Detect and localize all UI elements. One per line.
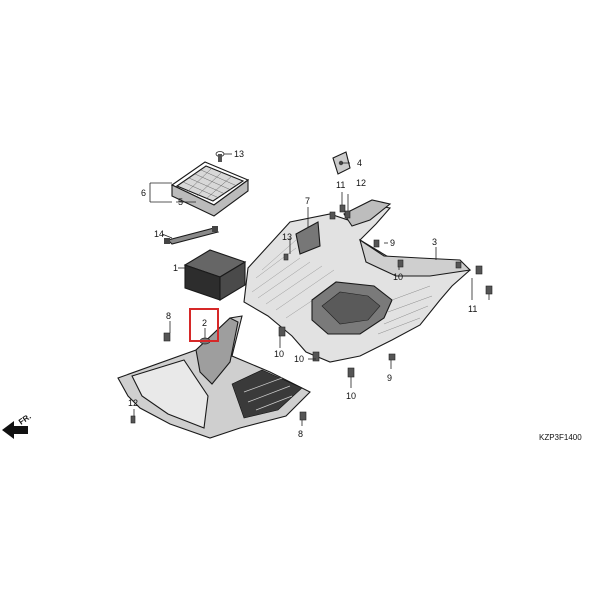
callout-11-upper: 11: [336, 180, 345, 190]
battery: [183, 249, 247, 301]
callout-labels: 13 6 5 14 1 4 11 12 7 13 9 3 10 11 8 2 1…: [128, 149, 477, 439]
diagram-code: KZP3F1400: [539, 433, 582, 442]
callout-9-upper: 9: [390, 238, 395, 248]
callout-10-right: 10: [393, 272, 403, 282]
filter-assembly: [170, 151, 250, 217]
callout-3: 3: [432, 237, 437, 247]
callout-10-middle: 10: [274, 349, 284, 359]
callout-10-bottom: 10: [346, 391, 356, 401]
callout-6: 6: [141, 188, 146, 198]
callout-14: 14: [154, 229, 164, 239]
highlight-box: [189, 308, 219, 342]
callout-7: 7: [305, 196, 310, 206]
floor-panel: [243, 151, 493, 378]
callout-8-lower-bolt: 8: [298, 429, 303, 439]
callout-1: 1: [173, 263, 178, 273]
callout-12-lower: 12: [128, 398, 138, 408]
callout-13-lower: 13: [282, 232, 292, 242]
callout-4: 4: [357, 158, 362, 168]
callout-9-lower: 9: [387, 373, 392, 383]
front-lower-cover: [117, 315, 311, 439]
leader-lines: [133, 153, 490, 426]
callout-13-upper: 13: [234, 149, 244, 159]
callout-8: 8: [166, 311, 171, 321]
callout-10-lower: 10: [294, 354, 304, 364]
front-direction-arrow: FR.: [2, 412, 33, 439]
direction-label: FR.: [17, 412, 33, 427]
callout-12-upper: 12: [356, 178, 366, 188]
callout-5: 5: [178, 197, 183, 207]
battery-band: [164, 226, 220, 245]
callout-11-lower: 11: [468, 304, 477, 314]
callout-2: 2: [202, 318, 207, 328]
